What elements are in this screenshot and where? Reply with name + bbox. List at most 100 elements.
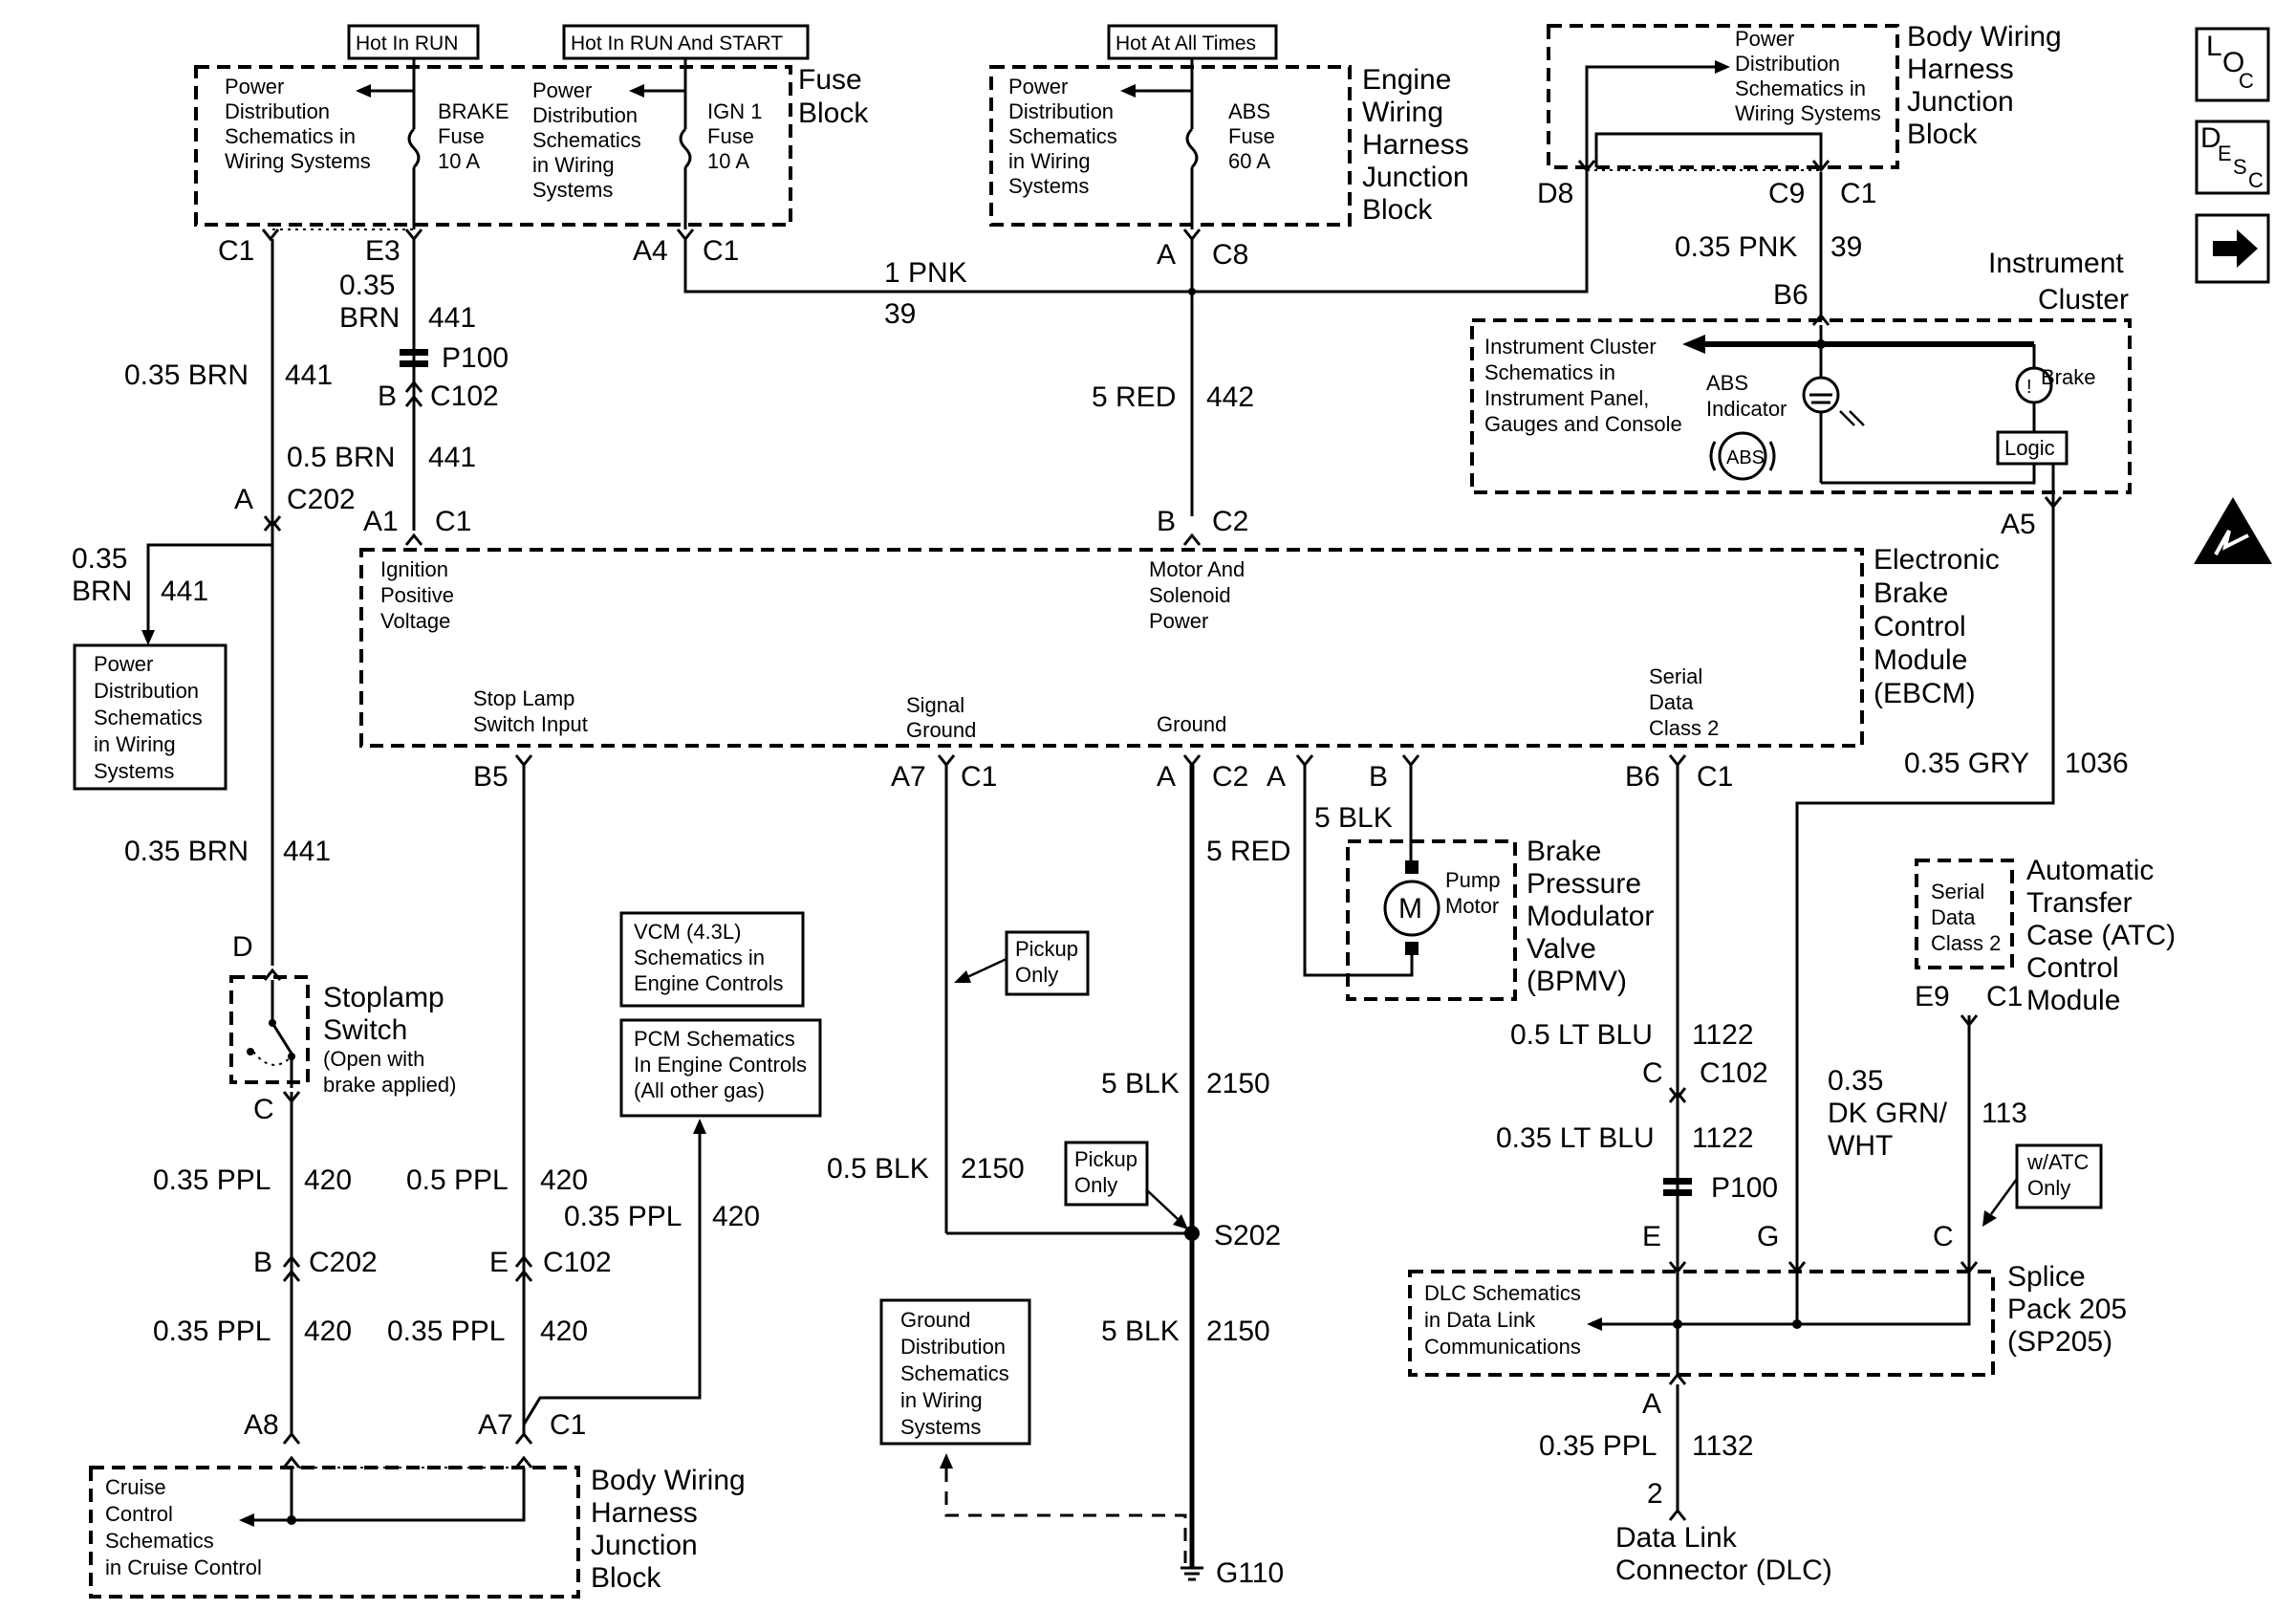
schematic-label: Schematics in [1735,76,1866,100]
schematic-label: Systems [94,759,174,783]
connector-2: 2 [1647,1478,1663,1510]
schematic-label: Systems [900,1415,981,1439]
wire-035-pnk: 0.35 PNK [1675,231,1797,263]
instrument-cluster: Instrument Cluster Instrument Cluster Sc… [1470,248,2132,494]
wire-1132: 1132 [1692,1430,1754,1462]
schematic-label: Splice [2007,1261,2086,1293]
connector-c9: C9 [1768,178,1805,209]
pcm-ref-box: PCM Schematics In Engine Controls (All o… [619,1018,822,1118]
connector-p100b: P100 [1711,1172,1778,1204]
wire-2150-c: 2150 [1206,1316,1270,1347]
schematic-label: Fuse [707,124,754,148]
schematic-label: L [2206,31,2222,62]
next-arrow-icon[interactable] [2195,213,2270,284]
schematic-label: Ground [1157,712,1226,736]
wire-035-brn-low: 0.35 BRN [124,836,249,867]
wire-441-b: 441 [161,576,208,607]
schematic-label: Distribution [900,1335,1006,1359]
schematic-label: Schematics in [634,946,765,969]
wire-5-blk-b: 5 BLK [1101,1316,1180,1347]
connector-a-c2g: A [1157,761,1176,793]
schematic-label: in Data Link [1424,1308,1536,1332]
schematic-label: Fuse [438,124,485,148]
schematic-label: In Engine Controls [634,1053,807,1077]
ground-g110-icon [1180,1566,1203,1581]
schematic-label: D [2200,122,2221,154]
wire-113: 113 [1982,1098,2027,1129]
wire-2150-b: 2150 [1206,1068,1270,1099]
schematic-label: Pack 205 [2007,1294,2127,1325]
pickup-only-1: Pickup Only [1005,930,1090,996]
schematic-label: Data [1649,690,1694,714]
connector-c102: C102 [430,381,499,412]
connector-c1-sd: C1 [1697,761,1733,793]
connector-b-c2: B [1157,506,1176,537]
schematic-label: 10 A [438,149,480,173]
schematic-label: Junction [1362,162,1469,193]
schematic-label: Power [1008,75,1068,98]
schematic-label: (SP205) [2007,1326,2112,1358]
schematic-label: (BPMV) [1527,966,1627,997]
wire-035-ltblu: 0.35 LT BLU [1496,1122,1655,1154]
connector-a5: A5 [2001,509,2036,540]
loc-icon[interactable]: L O C [2195,27,2270,102]
schematic-label: Power [1735,27,1794,51]
schematic-label: BRAKE [438,99,509,123]
schematic-label: Power [225,75,284,98]
wire-2150-a: 2150 [961,1153,1025,1185]
connector-d: D [232,931,253,963]
connector-a-sp: A [1642,1388,1661,1420]
body-junction-block-top: Body Wiring Harness Junction Block Power… [1547,21,2062,169]
wire-035-ppl-e: 0.35 PPL [387,1316,505,1347]
schematic-label: ABS [1726,447,1765,468]
brake-indicator-bulb: ! [2015,366,2053,432]
schematic-label: Stop Lamp [473,686,574,710]
connector-a8: A8 [244,1409,279,1441]
power-ref-left: Power Distribution Schematics in Wiring … [73,643,227,791]
connector-a1: A1 [363,506,399,537]
schematic-label: Schematics [94,706,203,729]
schematic-label: Serial [1649,664,1702,688]
schematic-label: Distribution [94,679,199,703]
bpmv-module: M Pump Motor Brake Pressure Modulator Va… [1346,836,1654,1001]
connector-a-c8: A [1157,239,1176,271]
schematic-label: Wiring Systems [1735,101,1881,125]
desc-icon[interactable]: D E S C [2195,120,2270,195]
schematic-label: (EBCM) [1874,678,1976,709]
schematic-label: C [2239,69,2254,93]
ground-g110: G110 [1216,1557,1284,1589]
schematic-label: Power [532,78,592,102]
schematic-label: O [2222,47,2244,78]
schematic-label: Hot At All Times [1116,33,1256,54]
schematic-label: Instrument [1988,248,2124,279]
abs-symbol-icon: ABS [1709,431,1776,481]
schematic-label: Class 2 [1931,931,2001,955]
wire-1036: 1036 [2065,748,2129,779]
schematic-label: Case (ATC) [2026,920,2176,951]
schematic-label: Electronic [1874,544,2000,576]
wire-035-brn-top-a: 0.35 [339,270,395,301]
schematic-label: Only [2027,1176,2070,1200]
schematic-label: Block [1907,119,1978,150]
wire-1-pnk: 1 PNK [884,257,967,289]
ign1-fuse [629,78,692,229]
schematic-label: Fuse [1228,124,1275,148]
schematic-label: Automatic [2026,855,2154,886]
wire-5-red-m: 5 RED [1206,836,1290,867]
connector-b6: B6 [1773,279,1809,311]
schematic-label: ABS [1228,99,1270,123]
connector-d8: D8 [1537,178,1573,209]
schematic-label: Switch [323,1014,407,1046]
schematic-label: Pump [1445,868,1500,892]
schematic-label: Module [1874,644,1967,676]
wire-035-ppl-a: 0.35 PPL [153,1164,271,1196]
wire-035-ppl-f: 0.35 PPL [1539,1430,1657,1462]
schematic-label: Class 2 [1649,716,1719,740]
schematic-label: Schematics [1008,124,1117,148]
schematic-label: Brake [1874,577,1948,609]
schematic-label: w/ATC [2026,1150,2089,1174]
schematic-label: Block [1362,194,1433,226]
schematic-label: Positive [380,583,454,607]
schematic-label: Hot In RUN [356,33,458,54]
wire-035-gry: 0.35 GRY [1904,748,2029,779]
